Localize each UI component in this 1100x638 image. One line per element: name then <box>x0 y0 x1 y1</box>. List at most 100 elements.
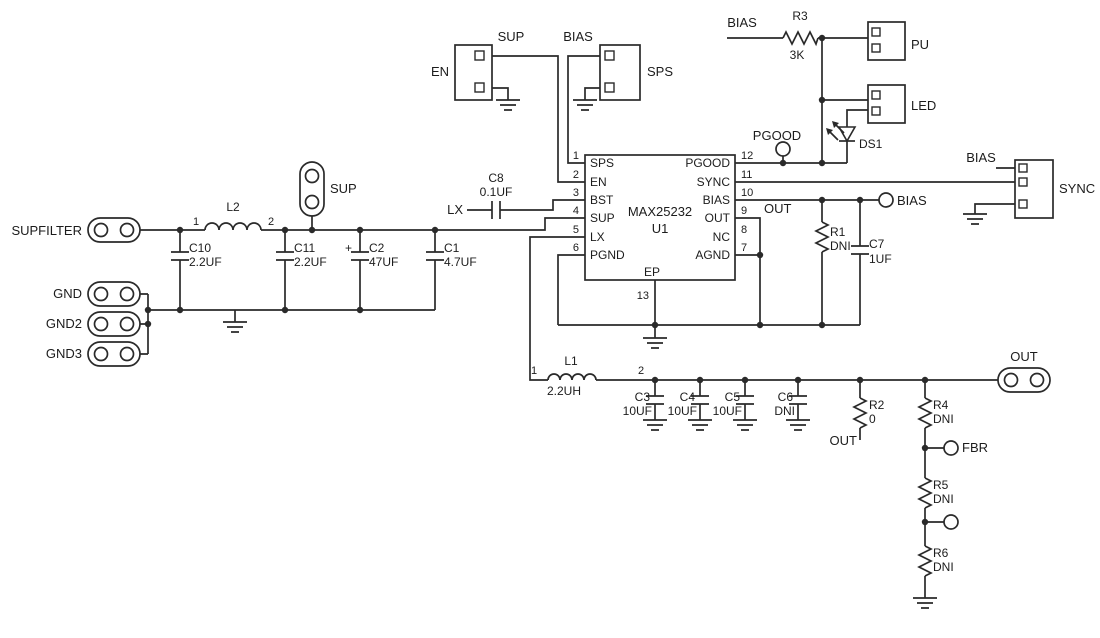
ground-icon <box>492 87 520 111</box>
c5-cap-symbol <box>736 395 754 405</box>
pin-name-sync: SYNC <box>697 175 731 189</box>
gnd2-connector <box>87 311 141 337</box>
ic-ep-label: EP <box>644 265 660 279</box>
l1-pin2: 2 <box>638 365 644 377</box>
input-cap-leads <box>179 230 436 310</box>
bias-testpoint <box>878 192 894 208</box>
c3-cap-symbol <box>646 395 664 405</box>
en-header-label: EN <box>431 64 449 79</box>
ground-symbols <box>223 87 1015 609</box>
connector-shapes <box>87 21 1054 530</box>
ground-icon <box>786 419 810 431</box>
ground-icon <box>963 203 1015 225</box>
pin-number-6: 6 <box>573 242 579 254</box>
c10-cap-symbol <box>171 251 189 261</box>
r4-resistor-symbol <box>917 397 933 429</box>
junction-dots <box>144 34 929 526</box>
pin-name-bias: BIAS <box>703 193 730 207</box>
pin-name-pgnd: PGND <box>590 248 625 262</box>
feedback-chain-leads <box>924 380 944 598</box>
r3-value: 3K <box>790 48 805 62</box>
ground-icon <box>643 419 667 431</box>
gnd3-label: GND3 <box>46 346 82 361</box>
sync-wire <box>735 167 1015 183</box>
ds1-ref: DS1 <box>859 137 883 151</box>
c4-value: 10UF <box>668 404 697 418</box>
gnd3-connector <box>87 341 141 367</box>
r2-resistor-symbol <box>852 397 868 429</box>
fbr-net-label: FBR <box>962 440 988 455</box>
l1-value: 2.2UH <box>547 384 581 398</box>
c1-cap-symbol <box>426 251 444 261</box>
c11-value: 2.2UF <box>294 255 327 269</box>
c7-value: 1UF <box>869 252 892 266</box>
l1-pin1: 1 <box>531 365 537 377</box>
sync-header <box>1014 159 1054 219</box>
pin-number-12: 12 <box>741 150 753 162</box>
r1-value: DNI <box>830 239 851 253</box>
ground-icon <box>733 419 757 431</box>
supply-rail-wire <box>140 216 585 231</box>
led-header <box>867 84 906 124</box>
r6-ref: R6 <box>933 546 949 560</box>
bias-net-label-r3: BIAS <box>727 15 757 30</box>
r4-value: DNI <box>933 412 954 426</box>
ground-icon <box>573 87 600 111</box>
pin-number-2: 2 <box>573 169 579 181</box>
c1-value: 4.7UF <box>444 255 477 269</box>
pu-header <box>867 21 906 61</box>
bias-net-label-sync: BIAS <box>966 150 996 165</box>
pin-name-en: EN <box>590 175 607 189</box>
gnd-label: GND <box>53 286 82 301</box>
r5-value: DNI <box>933 492 954 506</box>
ic-part-name: MAX25232 <box>628 204 692 219</box>
ground-icon <box>688 419 712 431</box>
component-symbols <box>171 30 933 577</box>
c8-value: 0.1UF <box>480 185 513 199</box>
r4-ref: R4 <box>933 398 949 412</box>
ds1-led-icon <box>826 121 857 143</box>
c2-cap-symbol <box>351 251 369 261</box>
pin-number-7: 7 <box>741 242 747 254</box>
bias-net-label-sps: BIAS <box>563 29 593 44</box>
supfilter-label: SUPFILTER <box>11 223 82 238</box>
out-net-label-sense: OUT <box>830 433 858 448</box>
pin-name-sup: SUP <box>590 211 615 225</box>
analog-ground-rail <box>557 254 860 326</box>
c11-cap-symbol <box>276 251 294 261</box>
sync-header-label: SYNC <box>1059 181 1095 196</box>
c4-ref: C4 <box>680 390 696 404</box>
r3-ref: R3 <box>792 9 808 23</box>
c1-ref: C1 <box>444 241 460 255</box>
l2-ref: L2 <box>226 200 240 214</box>
supfilter-connector <box>87 217 141 243</box>
pgood-testpoint <box>775 141 791 157</box>
gnd2-label: GND2 <box>46 316 82 331</box>
c8-cap-symbol <box>491 201 501 219</box>
fbr-testpoint <box>943 440 959 456</box>
ground-icon <box>643 325 667 349</box>
sup-testpoint-connector <box>299 161 325 217</box>
l1-inductor-symbol <box>547 373 597 381</box>
ground-icon <box>223 310 247 333</box>
c7-cap-symbol <box>851 245 869 255</box>
pin-number-10: 10 <box>741 187 753 199</box>
r5-resistor-symbol <box>917 477 933 509</box>
out-connector-label: OUT <box>1010 349 1038 364</box>
pin-number-3: 3 <box>573 187 579 199</box>
bias-testpoint-label: BIAS <box>897 193 927 208</box>
r3-resistor-symbol <box>782 30 819 47</box>
sps-header-wire <box>567 55 600 164</box>
en-header <box>454 44 493 101</box>
l1-ref: L1 <box>564 354 578 368</box>
sup-testpoint-label: SUP <box>330 181 357 196</box>
c10-ref: C10 <box>189 241 211 255</box>
pin-number-1: 1 <box>573 150 579 162</box>
lx-c8-bst-wire <box>467 199 585 211</box>
c10-value: 2.2UF <box>189 255 222 269</box>
led-header-label: LED <box>911 98 936 113</box>
ground-rail-left <box>140 293 435 355</box>
pin-name-agnd: AGND <box>695 248 730 262</box>
c5-ref: C5 <box>725 390 741 404</box>
c6-value: DNI <box>774 404 795 418</box>
